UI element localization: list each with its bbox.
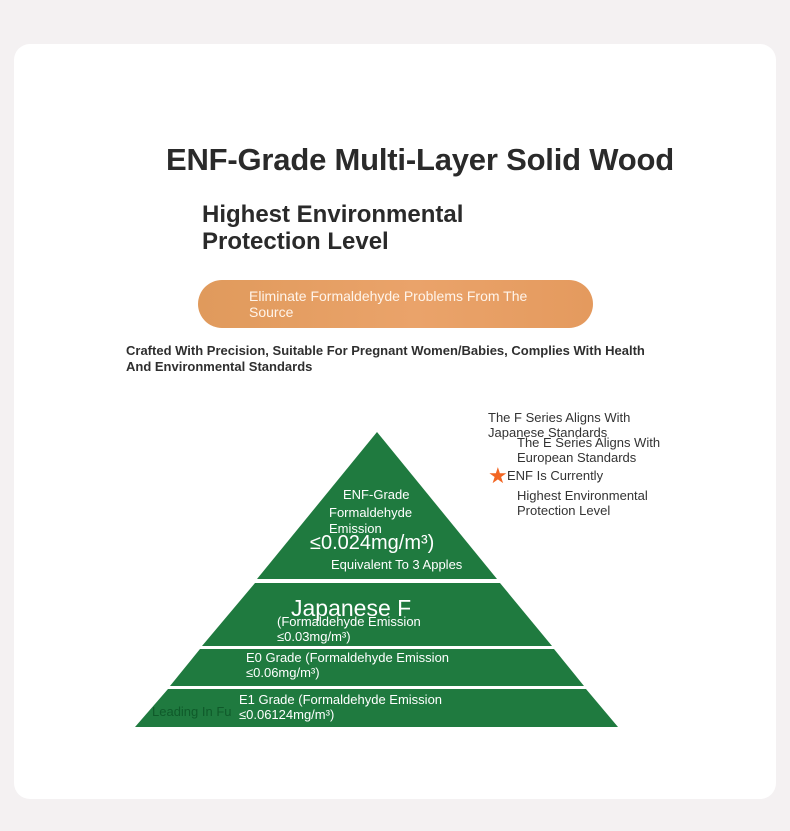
tier3-detail: E0 Grade (Formaldehyde Emission ≤0.06mg/… [246,650,450,680]
legend-enf-current: ENF Is Currently [507,468,604,483]
tier2-title: Japanese F [291,595,412,621]
legend-f-series: The F Series Aligns With Japanese Standa… [488,410,631,440]
banner-pill: Eliminate Formaldehyde Problems From The… [198,280,593,328]
pyramid-tier-2 [202,583,552,646]
star-icon: ★ [488,463,508,488]
tier1-value: ≤0.024mg/m³) [310,532,435,554]
pyramid-tier-1 [257,432,497,579]
page-title: ENF-Grade Multi-Layer Solid Wood [166,142,674,177]
tier4-side-label: Leading In Fu [152,704,232,719]
description-text: Crafted With Precision, Suitable For Pre… [126,343,645,374]
page-subtitle: Highest Environmental Protection Level [202,201,464,255]
legend-enf-level: Highest Environmental Protection Level [517,488,648,518]
tier1-line3: Emission [329,521,382,536]
banner-label: Eliminate Formaldehyde Problems From The… [249,288,528,320]
legend-e-series: The E Series Aligns With European Standa… [517,435,661,465]
tier1-line2: Formaldehyde [329,505,413,520]
tier1-note: Equivalent To 3 Apples [331,557,463,572]
pyramid-tier-3 [170,649,584,686]
pyramid-tier-4 [135,689,618,727]
tier2-detail: (Formaldehyde Emission ≤0.03mg/m³) [277,614,421,644]
tier1-title: ENF-Grade [343,487,410,502]
tier4-detail: E1 Grade (Formaldehyde Emission ≤0.06124… [239,692,443,722]
